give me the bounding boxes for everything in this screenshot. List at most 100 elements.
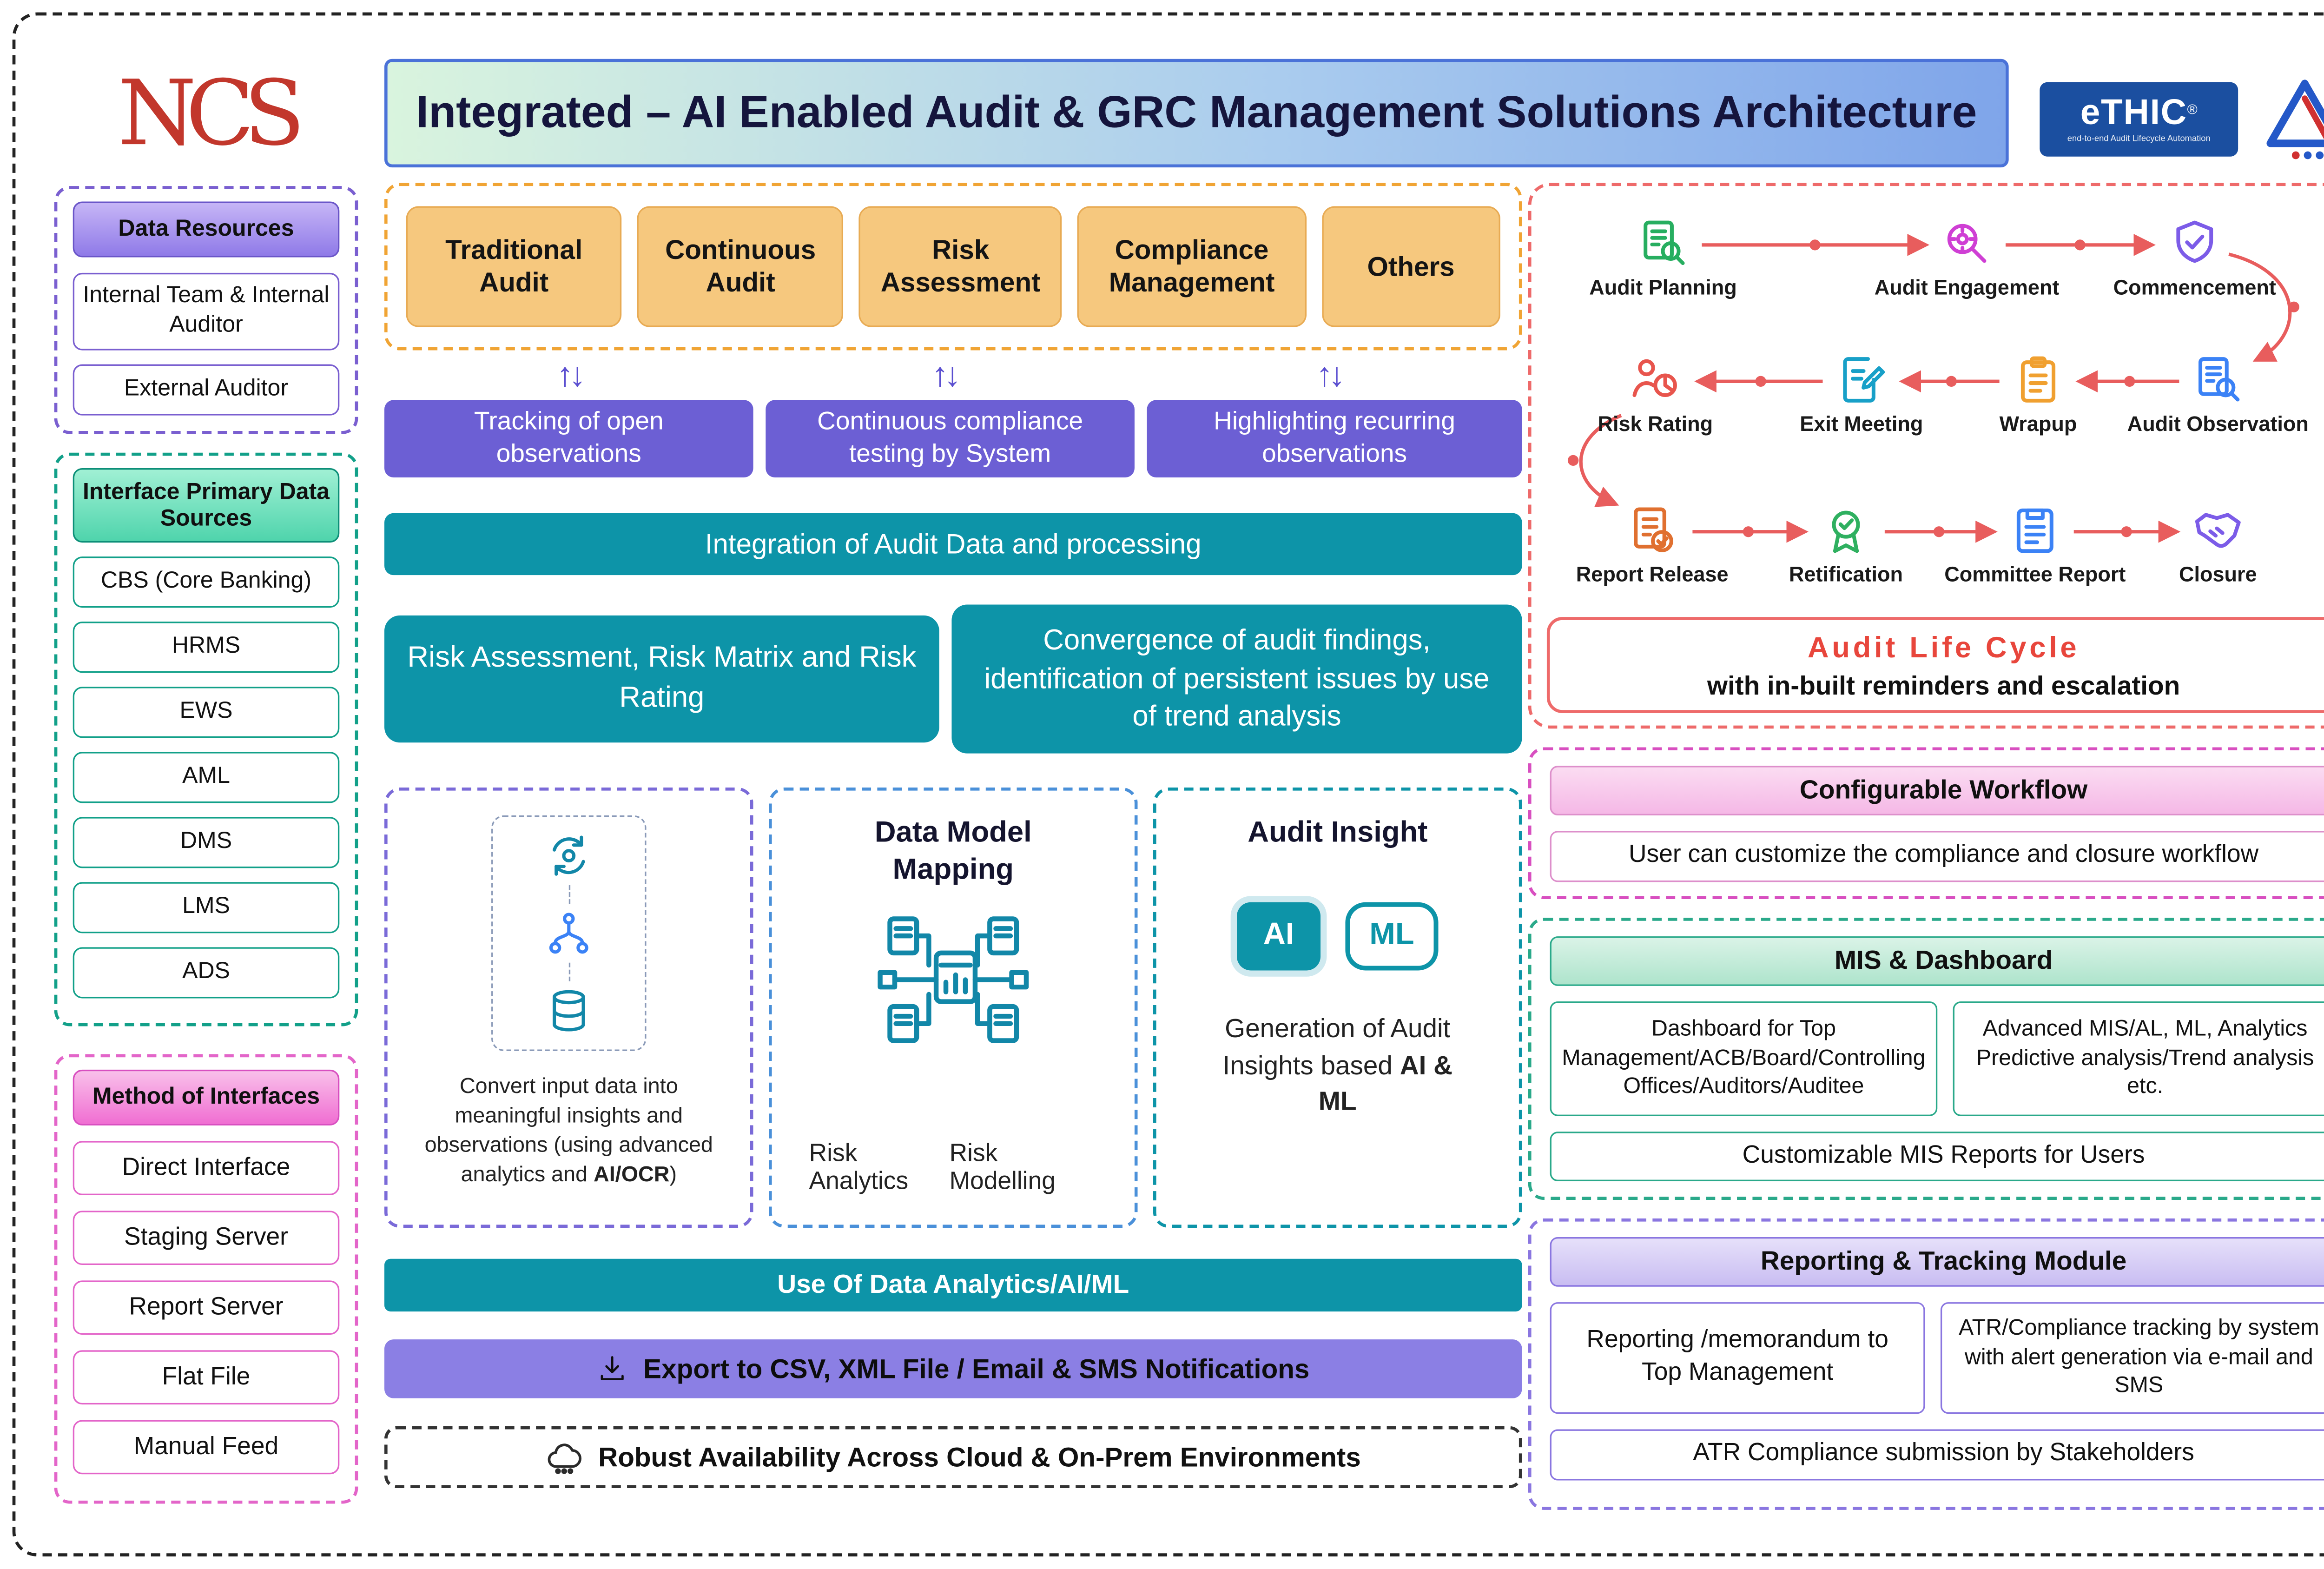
lifecycle-step: Closure xyxy=(2125,504,2311,588)
export-bar: Export to CSV, XML File / Email & SMS No… xyxy=(384,1339,1522,1398)
lifecycle-step: Committee Report xyxy=(1942,504,2128,588)
doc-pen-icon xyxy=(1835,353,1888,406)
flow-connector xyxy=(568,885,570,904)
list-item: CBS (Core Banking) xyxy=(73,556,340,608)
step-label: Risk Rating xyxy=(1598,412,1713,436)
audit-type-traditional: Traditional Audit xyxy=(406,206,622,327)
analytics-bar: Use Of Data Analytics/AI/ML xyxy=(384,1258,1522,1312)
lifecycle-subtitle: with in-built reminders and escalation xyxy=(1707,671,2180,701)
page-title: Integrated – AI Enabled Audit & GRC Mana… xyxy=(384,59,2009,168)
list-item: AML xyxy=(73,752,340,803)
reporting-header: Reporting & Tracking Module xyxy=(1550,1237,2324,1287)
ai-ml-chips: AI ML xyxy=(1237,901,1439,970)
step-label: Closure xyxy=(2179,563,2257,586)
clipboard-list-icon xyxy=(2012,353,2064,406)
mis-box-customizable: Customizable MIS Reports for Users xyxy=(1550,1132,2324,1181)
lifecycle-step: Audit Engagement xyxy=(1874,217,2060,301)
step-label: Commencement xyxy=(2113,276,2276,299)
mis-boxes-row: Dashboard for Top Management/ACB/Board/C… xyxy=(1550,1001,2324,1116)
ml-badge-icon: ML xyxy=(1345,901,1439,970)
step-label: Committee Report xyxy=(1944,563,2126,586)
up-down-arrow-icon: ↑↓ xyxy=(1316,355,1345,394)
step-label: Audit Planning xyxy=(1589,276,1737,299)
method-of-interfaces-header: Method of Interfaces xyxy=(73,1069,340,1125)
insight-text-main: Generation of Audit Insights based xyxy=(1222,1013,1451,1080)
doc-search-icon xyxy=(2192,353,2244,406)
step-label: Exit Meeting xyxy=(1800,412,1923,436)
list-item: Manual Feed xyxy=(73,1420,340,1475)
mis-box-dashboard: Dashboard for Top Management/ACB/Board/C… xyxy=(1550,1001,1938,1116)
risk-matrix-box: Risk Assessment, Risk Matrix and Risk Ra… xyxy=(384,615,939,743)
method-of-interfaces-panel: Method of Interfaces Direct Interface St… xyxy=(54,1054,358,1504)
lifecycle-step: Risk Rating xyxy=(1562,353,1748,437)
cloud-icon xyxy=(546,1439,583,1476)
lifecycle-step: Audit Planning xyxy=(1570,217,1756,301)
audit-insight-card: Audit Insight AI ML Generation of Audit … xyxy=(1153,787,1522,1228)
convert-card-text-bold: AI/OCR xyxy=(594,1160,670,1185)
report-check-icon xyxy=(1626,504,1678,556)
list-item: Direct Interface xyxy=(73,1141,340,1195)
list-item: EWS xyxy=(73,687,340,738)
list-item: DMS xyxy=(73,817,340,868)
integration-bar: Integration of Audit Data and processing xyxy=(384,513,1522,576)
lifecycle-step: Audit Observation xyxy=(2125,353,2311,437)
flow-branch-icon xyxy=(546,910,592,956)
mis-box-advanced: Advanced MIS/AL, ML, Analytics Predictiv… xyxy=(1953,1001,2324,1116)
data-resources-panel: Data Resources Internal Team & Internal … xyxy=(54,186,358,434)
mis-header: MIS & Dashboard xyxy=(1550,936,2324,986)
ethic-logo: eTHIC® end-to-end Audit Lifecycle Automa… xyxy=(2040,82,2238,157)
configurable-workflow-panel: Configurable Workflow User can customize… xyxy=(1528,747,2324,900)
mapping-labels: Risk Analytics Risk Modelling xyxy=(772,1141,1135,1197)
ethic-logo-text: eTHIC xyxy=(2080,91,2187,132)
list-item: Staging Server xyxy=(73,1211,340,1265)
download-icon xyxy=(597,1353,628,1384)
search-gear-icon xyxy=(1941,217,1993,270)
workflow-item: User can customize the compliance and cl… xyxy=(1550,831,2324,882)
observation-box-tracking: Tracking of open observations xyxy=(384,400,753,478)
observation-box-compliance-testing: Continuous compliance testing by System xyxy=(766,400,1135,478)
export-bar-text: Export to CSV, XML File / Email & SMS No… xyxy=(643,1352,1310,1384)
sync-gear-icon xyxy=(546,833,592,879)
handshake-icon xyxy=(2192,504,2244,556)
step-label: Retification xyxy=(1789,563,1903,586)
convert-card-text-main: Convert input data into meaningful insig… xyxy=(424,1072,713,1185)
lifecycle-step: Retification xyxy=(1753,504,1939,588)
card-title: Data Model Mapping xyxy=(874,817,1032,887)
workflow-header: Configurable Workflow xyxy=(1550,766,2324,815)
badge-check-icon xyxy=(1820,504,1872,556)
up-down-arrow-icon: ↑↓ xyxy=(556,355,586,394)
up-down-arrow-icon: ↑↓ xyxy=(931,355,961,394)
doc-search-icon xyxy=(1637,217,1689,270)
lifecycle-step: Report Release xyxy=(1559,504,1745,588)
list-item: Internal Team & Internal Auditor xyxy=(73,272,340,351)
availability-bar-text: Robust Availability Across Cloud & On-Pr… xyxy=(598,1441,1361,1472)
clipboard-report-icon xyxy=(2009,504,2061,556)
convergence-box: Convergence of audit findings, identific… xyxy=(951,604,1522,754)
registered-mark: ® xyxy=(2187,101,2198,118)
lifecycle-step: Exit Meeting xyxy=(1769,353,1954,437)
list-item: HRMS xyxy=(73,622,340,673)
list-item: Flat File xyxy=(73,1350,340,1405)
convert-card-text-suffix: ) xyxy=(669,1160,677,1185)
shield-check-icon xyxy=(2168,217,2221,270)
reporting-tracking-panel: Reporting & Tracking Module Reporting /m… xyxy=(1528,1218,2324,1510)
lifecycle-caption: Audit Life Cycle with in-built reminders… xyxy=(1546,617,2324,713)
audit-life-cycle-panel: Audit Planning Audit Engagement Commence… xyxy=(1528,183,2324,729)
risk-analytics-label: Risk Analytics xyxy=(809,1141,909,1195)
model-mapping-icon xyxy=(872,911,1034,1047)
step-label: Audit Observation xyxy=(2127,412,2309,436)
triangle-logo-icon xyxy=(2260,76,2324,163)
reporting-box-memorandum: Reporting /memorandum to Top Management xyxy=(1550,1302,1925,1414)
person-chart-icon xyxy=(1629,353,1682,406)
audit-type-continuous: Continuous Audit xyxy=(637,206,844,327)
list-item: External Auditor xyxy=(73,364,340,416)
convert-data-card: Convert input data into meaningful insig… xyxy=(384,787,753,1228)
insight-text-bold: AI & ML xyxy=(1318,1050,1453,1117)
lifecycle-step: Commencement xyxy=(2102,217,2288,301)
audit-type-compliance: Compliance Management xyxy=(1077,206,1306,327)
audit-type-others: Others xyxy=(1321,206,1500,327)
database-icon xyxy=(546,987,592,1034)
interface-sources-header: Interface Primary Data Sources xyxy=(73,468,340,543)
availability-bar: Robust Availability Across Cloud & On-Pr… xyxy=(384,1426,1522,1489)
